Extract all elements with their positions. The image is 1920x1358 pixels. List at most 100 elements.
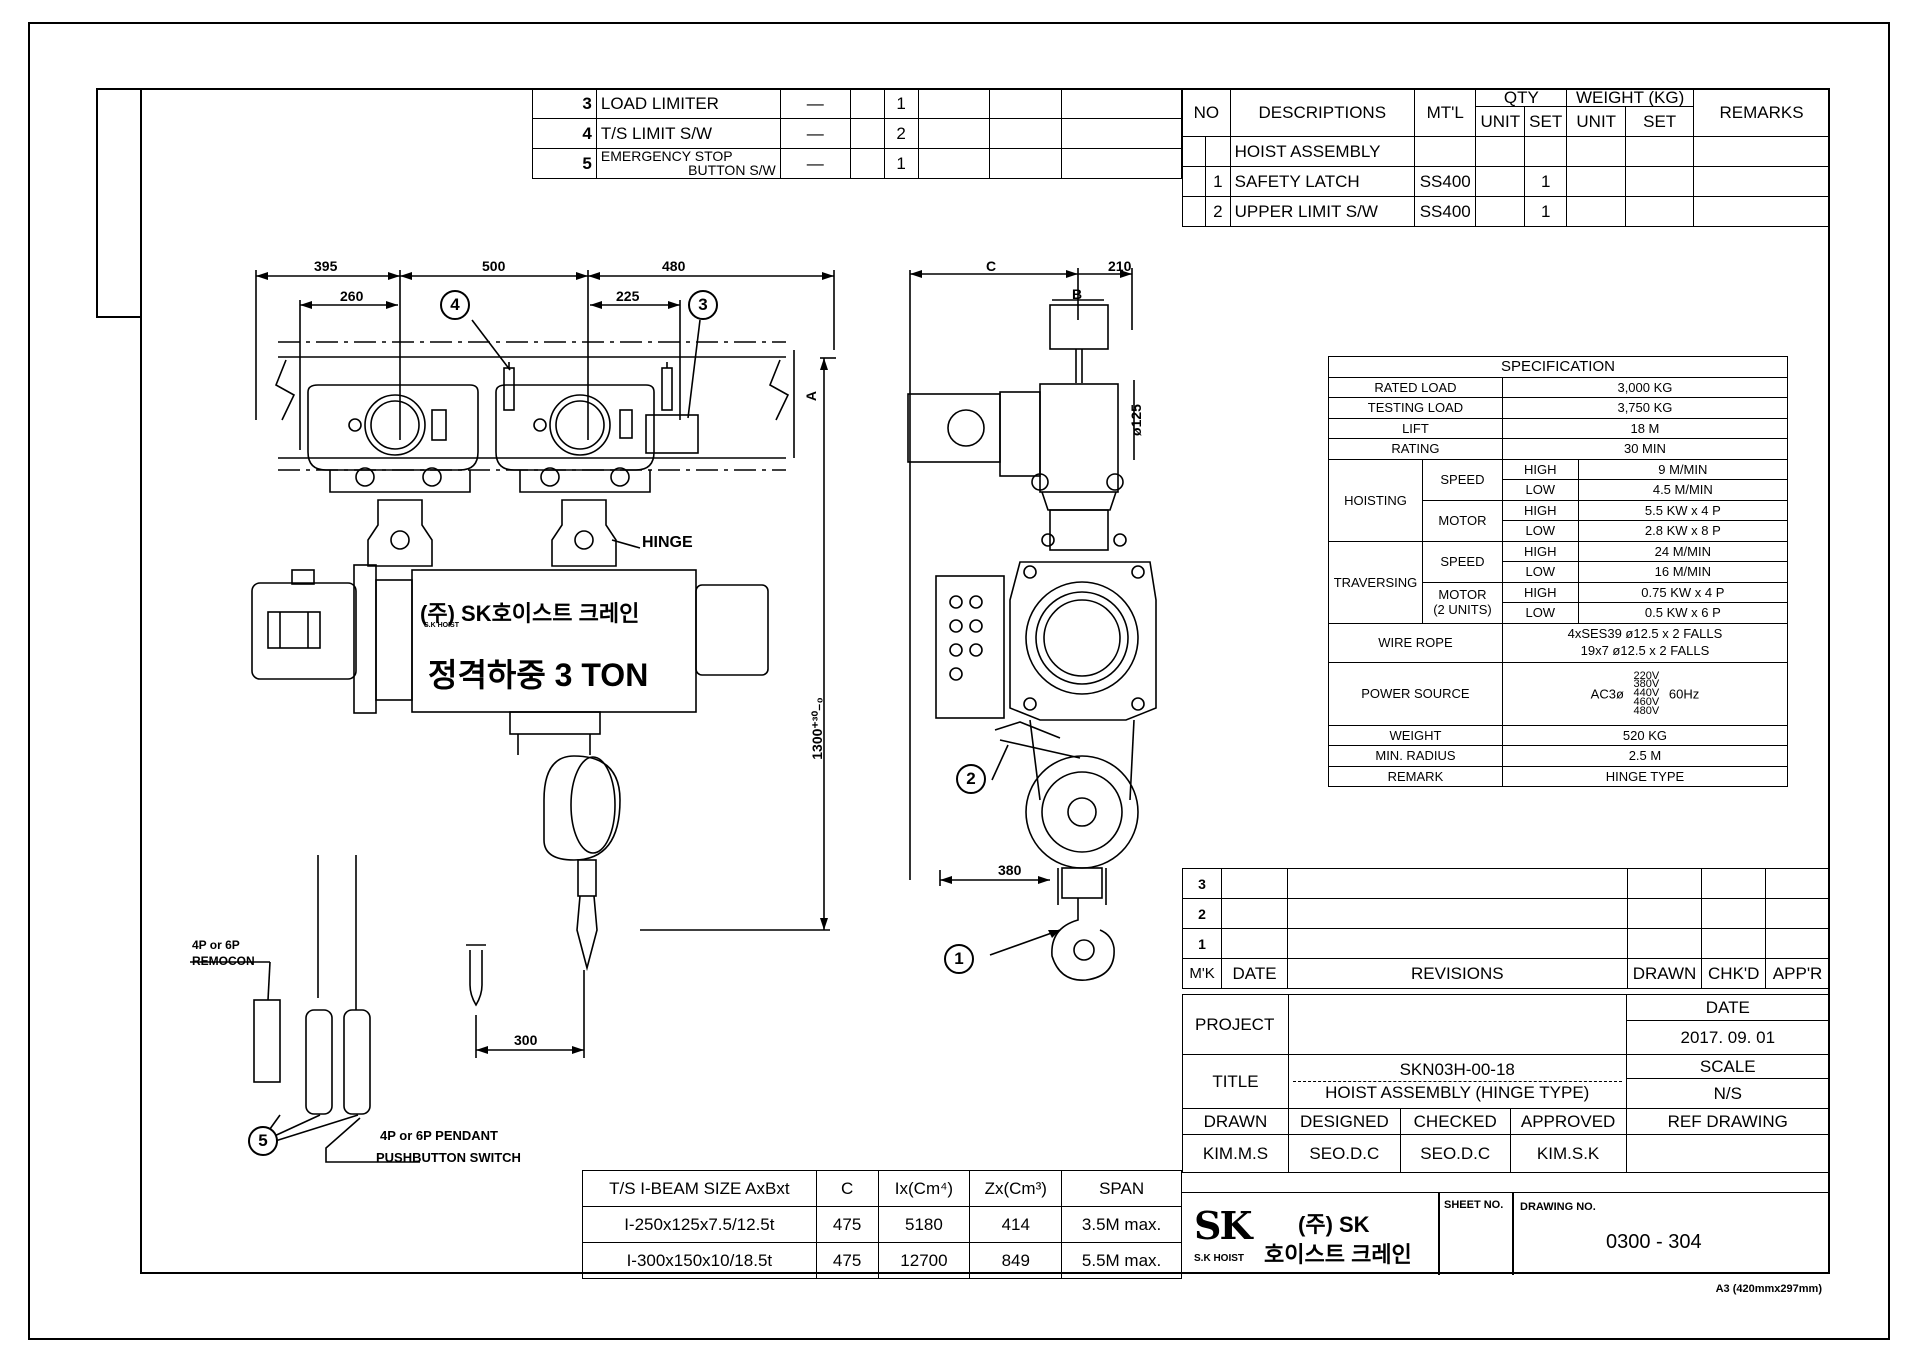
paper-size: A3 (420mmx297mm) — [1715, 1283, 1822, 1295]
spec-low: LOW — [1501, 479, 1579, 501]
spec-label: POWER SOURCE — [1328, 661, 1503, 726]
plate-company: (주) SK호이스트 크레인 — [420, 601, 640, 626]
spec-value: 2.8 KW x 8 P — [1577, 520, 1789, 542]
spec-label: TESTING LOAD — [1328, 397, 1503, 419]
dim-500: 500 — [482, 258, 506, 274]
header-remarks: REMARKS — [1693, 88, 1830, 137]
spec-power-hz: 60Hz — [1668, 686, 1700, 701]
header-qty-set: SET — [1524, 106, 1568, 137]
header-weight-unit: UNIT — [1566, 106, 1627, 137]
spec-volt: 220V — [1633, 669, 1660, 682]
beam-cell: I-250x125x7.5/12.5t — [582, 1206, 817, 1243]
beam-size-table: T/S I-BEAM SIZE AxBxt C Ix(Cm⁴) Zx(Cm³) … — [582, 1170, 1182, 1279]
part-remarks — [1061, 88, 1182, 119]
dim-b: B — [1072, 286, 1083, 302]
part-no: 3 — [532, 88, 597, 119]
spec-high: HIGH — [1501, 458, 1579, 480]
parts-list-left: 3 LOAD LIMITER — 1 4 T/S LIMIT S/W — 2 5… — [532, 88, 1182, 179]
spec-low: LOW — [1501, 520, 1579, 542]
date-label: DATE — [1625, 994, 1831, 1021]
part-mtl: — — [779, 148, 851, 179]
part-remarks — [1061, 118, 1182, 149]
drawn-value: KIM.M.S — [1182, 1134, 1289, 1173]
part-mtl — [1413, 136, 1477, 167]
part-qty-unit — [1475, 166, 1526, 197]
spec-value: 4.5 M/MIN — [1577, 479, 1789, 501]
rev-header-appr: APP'R — [1765, 958, 1830, 989]
header-qty-unit: UNIT — [1475, 106, 1526, 137]
drawing-no-value: 0300 - 304 — [1606, 1231, 1702, 1253]
designed-value: SEO.D.C — [1287, 1134, 1401, 1173]
spec-sub-motor: MOTOR(2 UNITS) — [1421, 581, 1503, 624]
project-label: PROJECT — [1182, 994, 1289, 1055]
rev-mark: 2 — [1181, 898, 1223, 929]
hinge-label: HINGE — [642, 534, 693, 551]
spec-value: 24 M/MIN — [1577, 540, 1789, 562]
remocon-label-2: REMOCON — [192, 954, 255, 968]
part-wt-unit — [1566, 196, 1627, 227]
revision-table: 3 2 1 M'K DATE REVISIONS DRAWN CHK'D APP… — [1181, 868, 1830, 989]
sk-logo-icon: SK — [1194, 1203, 1253, 1248]
table-row: 1 — [1181, 928, 1830, 959]
dim-1300: 1300⁺³⁰₋₀ — [808, 697, 825, 760]
ref-drawing-label: REF DRAWING — [1625, 1108, 1831, 1135]
project-value — [1287, 994, 1627, 1055]
spec-label: REMARK — [1328, 765, 1503, 787]
spec-value: AC3ø 220V 380V 440V 460V 480V 60Hz — [1501, 661, 1789, 726]
beam-cell: 3.5M max. — [1061, 1206, 1182, 1243]
spec-group-traversing: TRAVERSING — [1328, 540, 1423, 624]
divider — [1438, 1193, 1440, 1275]
scale-label: SCALE — [1625, 1054, 1831, 1079]
beam-cell: 475 — [815, 1242, 879, 1279]
spec-value: 0.5 KW x 6 P — [1577, 602, 1789, 624]
remocon-label-1: 4P or 6P — [192, 938, 240, 952]
header-weight-set: SET — [1625, 106, 1695, 137]
table-row: 1 SAFETY LATCH SS400 1 — [1182, 166, 1830, 197]
part-wt-unit — [917, 88, 991, 119]
part-wt-set — [989, 148, 1063, 179]
checked-label: CHECKED — [1399, 1108, 1511, 1135]
part-desc: HOIST ASSEMBLY — [1229, 136, 1415, 167]
beam-cell: 414 — [969, 1206, 1063, 1243]
part-remarks — [1693, 136, 1830, 167]
spec-value: 9 M/MIN — [1577, 458, 1789, 480]
part-qty-set — [1524, 136, 1568, 167]
spec-value: 0.75 KW x 4 P — [1577, 581, 1789, 603]
part-wt-set — [1625, 196, 1695, 227]
spec-value: 30 MIN — [1501, 438, 1789, 460]
spec-value: 3,000 KG — [1501, 376, 1789, 398]
spec-value: 16 M/MIN — [1577, 561, 1789, 583]
company-strip: SK S.K HOIST (주) SK 호이스트 크레인 SHEET NO. D… — [1182, 1192, 1830, 1275]
part-wt-set — [989, 118, 1063, 149]
spec-value: 3,750 KG — [1501, 397, 1789, 419]
binding-tab — [96, 88, 142, 318]
header-mtl: MT'L — [1413, 88, 1477, 137]
spec-volt: 380V — [1633, 678, 1660, 691]
rev-header-date: DATE — [1221, 958, 1288, 989]
spec-low: LOW — [1501, 561, 1579, 583]
part-wt-unit — [1566, 166, 1627, 197]
dim-380: 380 — [998, 862, 1022, 878]
part-wt-unit — [917, 148, 991, 179]
spec-high: HIGH — [1501, 581, 1579, 603]
beam-header: SPAN — [1061, 1170, 1182, 1207]
part-qty-set: 1 — [883, 148, 919, 179]
spec-value: 520 KG — [1501, 724, 1789, 746]
part-qty-unit — [1475, 136, 1526, 167]
part-desc: LOAD LIMITER — [595, 88, 781, 119]
part-remarks — [1061, 148, 1182, 179]
spec-high: HIGH — [1501, 540, 1579, 562]
approved-value: KIM.S.K — [1509, 1134, 1627, 1173]
spec-sub-motor: MOTOR — [1421, 499, 1503, 542]
part-remarks — [1693, 196, 1830, 227]
rev-header-mk: M'K — [1181, 958, 1223, 989]
spec-units-label: (2 UNITS) — [1433, 601, 1492, 617]
dim-260: 260 — [340, 288, 364, 304]
part-remarks — [1693, 166, 1830, 197]
rev-mark: 1 — [1181, 928, 1223, 959]
spec-label: LIFT — [1328, 417, 1503, 439]
spec-high: HIGH — [1501, 499, 1579, 521]
